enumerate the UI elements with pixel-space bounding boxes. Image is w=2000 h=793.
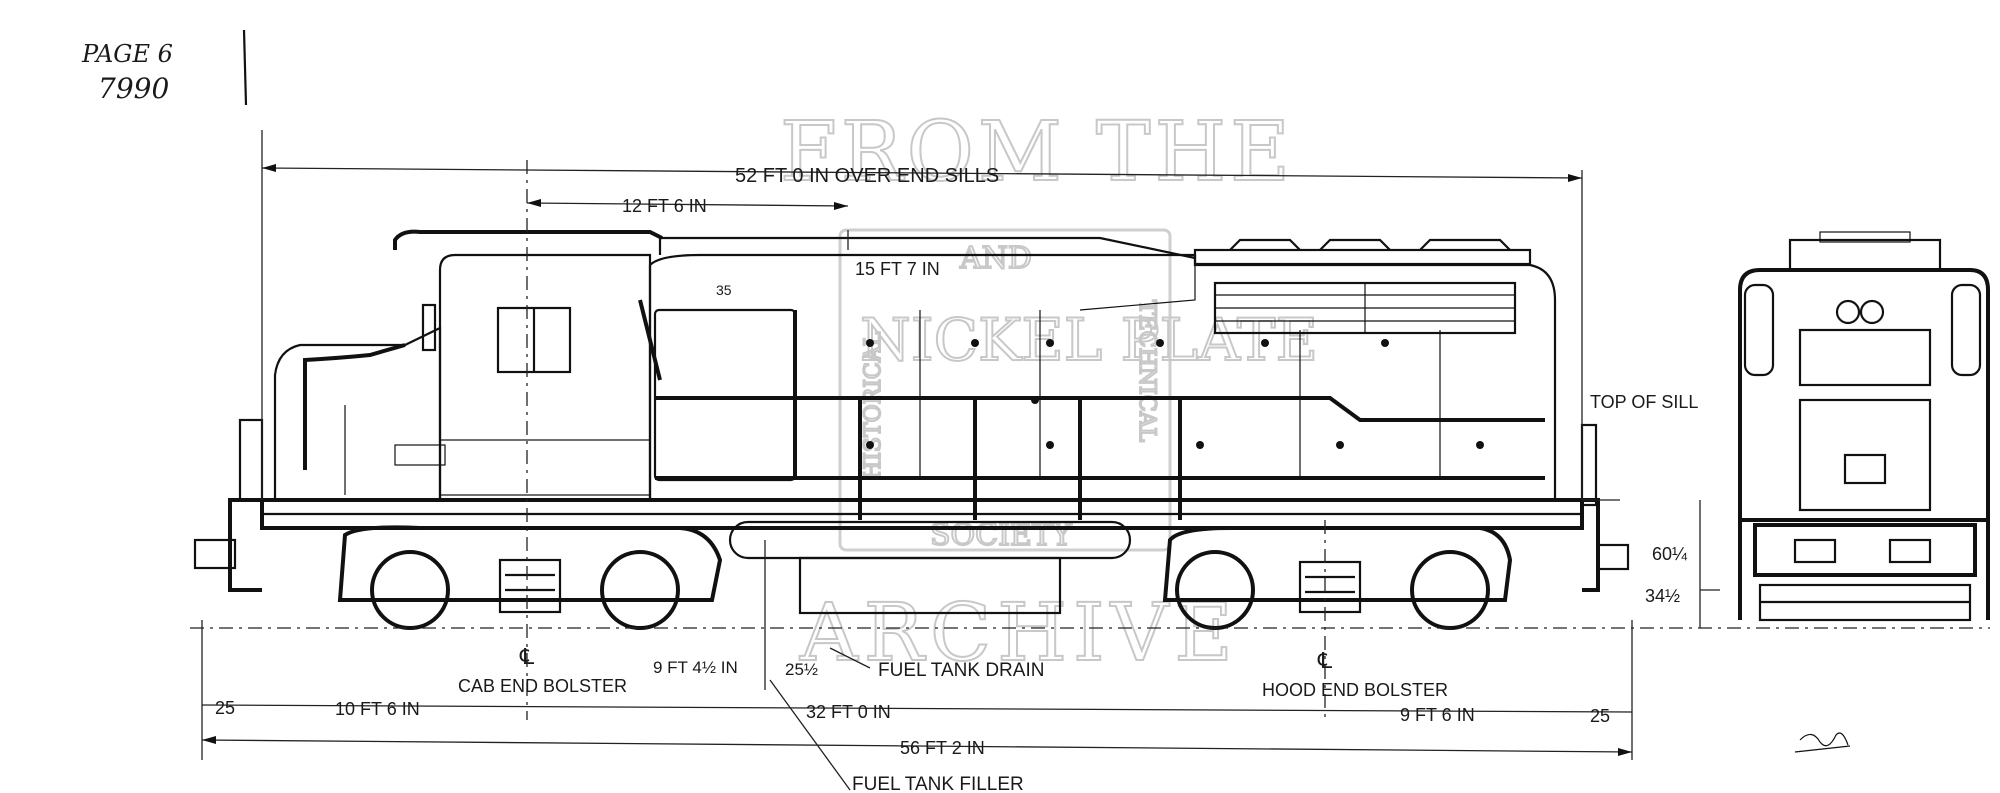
fuel-tank-drain-label: FUEL TANK DRAIN: [878, 660, 1044, 681]
watermark-line3: NICKEL PLATE: [860, 306, 1318, 374]
dim-32-0-label: 32 FT 0 IN: [806, 702, 891, 722]
hood-end-bolster-label: HOOD END BOLSTER: [1262, 680, 1448, 700]
dim-9-6-label: 9 FT 6 IN: [1400, 705, 1475, 725]
cab-grab-rail: [421, 303, 437, 352]
cab: [438, 253, 652, 500]
dim-34-label: 34½: [1645, 586, 1680, 606]
locomotive-end-view: [1738, 231, 1990, 622]
cab-dim-label: 12 FT 6 IN: [622, 196, 707, 216]
front-truck-wheel-2: [600, 550, 680, 630]
watermark-line4: SOCIETY: [930, 518, 1073, 553]
watermark-ring-left: HISTORICAL: [861, 331, 886, 480]
cab-number: 35: [716, 282, 732, 298]
rear-truck-wheel-2: [1410, 550, 1490, 630]
dim-56-2-label: 56 FT 2 IN: [900, 738, 985, 758]
watermark-line1: FROM THE: [780, 105, 1294, 200]
watermark-ring-right: TECHNICAL: [1134, 300, 1159, 442]
front-step: [238, 418, 264, 502]
dimension-lines: [190, 130, 1990, 791]
rear-pilot: [1582, 498, 1600, 592]
hood-bolster-centerline-symbol: ℄: [1317, 648, 1333, 673]
front-coupler: [193, 538, 237, 570]
front-truck: [337, 525, 723, 630]
upper-handrail: [655, 396, 1545, 422]
fuel-tank-filler-label: FUEL TANK FILLER: [852, 774, 1024, 793]
dim-25-half-label: 25½: [785, 660, 818, 679]
nose-number-plate: [394, 444, 446, 466]
long-hood: [648, 253, 1557, 500]
dynamic-brake-top: [1193, 248, 1532, 266]
overall-length-label: 52 FT 0 IN OVER END SILLS: [735, 165, 999, 187]
overall-length-dimline: [261, 167, 1583, 179]
rear-coupler: [1596, 543, 1630, 571]
rear-step: [1580, 423, 1598, 507]
body-dim-label: 15 FT 7 IN: [855, 259, 940, 279]
dim-60-label: 60¼: [1652, 544, 1688, 564]
air-reservoir: [728, 520, 1132, 560]
page-note-line1: PAGE 6: [81, 40, 173, 68]
hood-door-panels: [653, 308, 1441, 520]
dim-25-left-label: 25: [215, 698, 235, 718]
watermark-line2: AND: [959, 241, 1032, 276]
end-headlight-left: [1835, 299, 1861, 325]
end-headlight-right: [1859, 299, 1885, 325]
archive-watermark: FROM THE AND NICKEL PLATE SOCIETY ARCHIV…: [779, 104, 1319, 680]
bolt-pattern: [866, 339, 1484, 449]
end-number-board: [1843, 453, 1887, 485]
cab-end-bolster-label: CAB END BOLSTER: [458, 676, 627, 696]
short-hood: [273, 326, 442, 502]
cab-bolster-centerline-symbol: ℄: [519, 644, 535, 669]
front-truck-wheel-1: [370, 550, 450, 630]
top-of-sill-label: TOP OF SILL: [1590, 392, 1698, 412]
margin-mark: [242, 29, 248, 106]
dim-25-right-label: 25: [1590, 706, 1610, 726]
initials-scribble: [1794, 732, 1851, 753]
page-note-line2: 7990: [98, 72, 169, 105]
dim-9-4-label: 9 FT 4½ IN: [653, 658, 738, 677]
watermark-line5: ARCHIVE: [799, 586, 1239, 679]
locomotive-side-view: 35: [193, 229, 1630, 630]
radiator-grille: [1213, 281, 1517, 335]
dim-10-6-label: 10 FT 6 IN: [335, 699, 420, 719]
